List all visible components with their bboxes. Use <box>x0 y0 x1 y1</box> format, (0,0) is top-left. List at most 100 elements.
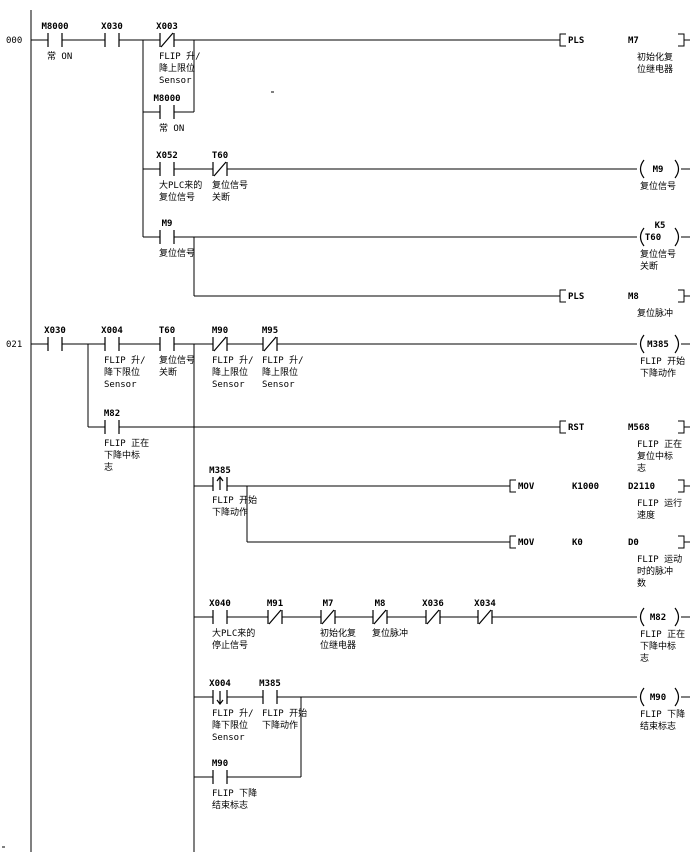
step-number-rung-2: 021 <box>6 340 22 350</box>
contact-address: M95 <box>262 326 278 336</box>
instruction-comment: FLIP 运行 <box>637 497 682 509</box>
contact-address: M7 <box>323 599 334 609</box>
contact-comment: 大PLC来的 <box>159 179 202 191</box>
contact-comment: 常 ON <box>47 50 72 62</box>
contact-address: X004 <box>101 326 123 336</box>
contact-comment: 复位信号 <box>159 354 195 366</box>
contact-x034: X034 <box>474 599 496 625</box>
instruction-comment: 位继电器 <box>637 63 673 75</box>
instruction-comment: 速度 <box>637 509 655 521</box>
contact-comment: Sensor <box>212 733 245 743</box>
instruction-comment: 数 <box>637 577 646 589</box>
instruction-operand: M7 <box>628 36 639 46</box>
contact-address: M90 <box>212 759 228 769</box>
coil-comment: 复位信号 <box>640 248 676 260</box>
rung-021-wiring <box>31 343 637 852</box>
contact-address: X040 <box>209 599 231 609</box>
coil-comment: 志 <box>640 652 649 664</box>
contact-comment: 下降动作 <box>262 719 298 731</box>
contact-x036: X036 <box>422 599 444 625</box>
contact-address: X030 <box>101 22 123 32</box>
contact-comment: 降上限位 <box>212 366 248 378</box>
contact-comment: 复位信号 <box>212 179 248 191</box>
contact-comment: FLIP 开始 <box>262 707 307 719</box>
instruction-operand: D0 <box>628 538 639 548</box>
contact-address: M9 <box>162 219 173 229</box>
contact-comment: 降下限位 <box>104 366 140 378</box>
instruction-operand: K1000 <box>572 482 599 492</box>
contact-address: X003 <box>156 22 178 32</box>
contact-comment: 关断 <box>159 366 177 378</box>
coil-address: M82 <box>650 613 666 623</box>
contact-comment: Sensor <box>212 380 245 390</box>
instruction-operand: M568 <box>628 423 650 433</box>
coil-address: T60 <box>645 233 661 243</box>
instruction-operand: D2110 <box>628 482 655 492</box>
coil-comment: 结束标志 <box>640 720 676 732</box>
contact-comment: 初始化复 <box>320 627 356 639</box>
contact-m91: M91 <box>267 599 283 625</box>
coil-comment: FLIP 正在 <box>640 628 685 640</box>
contact-address: M8000 <box>153 94 180 104</box>
instruction-opcode: MOV <box>518 482 535 492</box>
contact-address: X004 <box>209 679 231 689</box>
contact-x030: X030 <box>44 326 66 351</box>
instruction-opcode: RST <box>568 423 585 433</box>
contact-comment: 下降动作 <box>212 506 248 518</box>
contact-comment: FLIP 升/ <box>159 51 201 62</box>
contact-address: X052 <box>156 151 178 161</box>
coil-comment: FLIP 下降 <box>640 708 685 720</box>
contact-comment: FLIP 正在 <box>104 437 149 449</box>
contact-comment: Sensor <box>159 76 192 86</box>
contact-comment: 降上限位 <box>159 62 195 74</box>
contact-comment: 下降中标 <box>104 449 140 461</box>
instruction-comment: 复位中标 <box>637 450 673 462</box>
contact-address: X036 <box>422 599 444 609</box>
contact-address: M8000 <box>41 22 68 32</box>
coil-comment: 下降动作 <box>640 367 676 379</box>
instruction-operand: M8 <box>628 292 639 302</box>
contact-comment: 降下限位 <box>212 719 248 731</box>
contact-comment: FLIP 升/ <box>104 355 146 366</box>
instruction-comment: 复位脉冲 <box>637 307 673 319</box>
contact-comment: FLIP 开始 <box>212 494 257 506</box>
rung-000-wiring <box>31 39 637 297</box>
contact-address: M385 <box>259 679 281 689</box>
coil-preset: K5 <box>655 221 666 231</box>
contact-address: X030 <box>44 326 66 336</box>
contact-address: M385 <box>209 466 231 476</box>
coil-comment: 下降中标 <box>640 640 676 652</box>
instruction-opcode: MOV <box>518 538 535 548</box>
instruction-comment: FLIP 正在 <box>637 438 682 450</box>
instruction-opcode: PLS <box>568 36 584 46</box>
instruction-comment: 初始化复 <box>637 51 673 63</box>
contact-comment: Sensor <box>262 380 295 390</box>
contact-address: X034 <box>474 599 496 609</box>
contact-comment: FLIP 升/ <box>212 708 254 719</box>
contact-comment: 大PLC来的 <box>212 627 255 639</box>
instruction-comment: 志 <box>637 462 646 474</box>
instruction-comment: 时的脉冲 <box>637 565 673 577</box>
contact-comment: FLIP 下降 <box>212 787 257 799</box>
coil-address: M9 <box>653 165 664 175</box>
contact-address: M8 <box>375 599 386 609</box>
